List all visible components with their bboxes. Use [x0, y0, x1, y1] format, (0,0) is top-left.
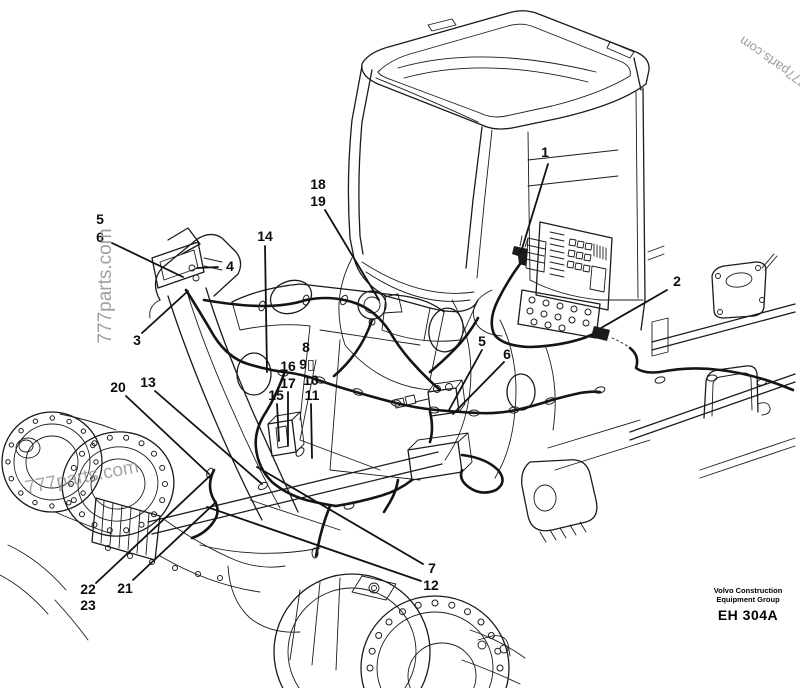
- callout-18: 18: [310, 176, 326, 192]
- callout-23: 23: [80, 597, 96, 613]
- callout-12: 12: [423, 577, 439, 593]
- publisher-line-1: Volvo Construction: [713, 586, 783, 595]
- loader-arm: [147, 233, 556, 554]
- callout-6-left: 6: [96, 229, 104, 245]
- callout-1: 1: [541, 144, 549, 160]
- callout-2: 2: [673, 273, 681, 289]
- callout-20: 20: [110, 379, 126, 395]
- cab-outline: [338, 10, 650, 391]
- callout-22: 22: [80, 581, 96, 597]
- callout-3: 3: [133, 332, 141, 348]
- callout-6-mid: 6: [503, 346, 511, 362]
- leader-lines: [95, 163, 668, 584]
- drawing-code: EH 304A: [717, 606, 779, 623]
- title-block: Volvo Construction Equipment Group EH 30…: [696, 586, 800, 623]
- front-lamp-assembly: [151, 227, 223, 289]
- callout-9: 9▯: [299, 356, 315, 372]
- callout-17: 17: [280, 375, 296, 391]
- callout-19: 19: [310, 193, 326, 209]
- callout-11: 11: [304, 387, 320, 403]
- callout-13: 13: [140, 374, 156, 390]
- publisher-line-2: Equipment Group: [716, 595, 780, 605]
- callout-7: 7: [428, 560, 436, 576]
- callout-14: 14: [257, 228, 273, 244]
- cable-harness: [184, 262, 795, 559]
- watermark-left: 777parts.com: [95, 228, 116, 344]
- callout-5-left: 5: [96, 211, 104, 227]
- callout-4: 4: [226, 258, 234, 274]
- fuse-panel: [472, 221, 613, 339]
- callout-16: 16: [280, 358, 296, 374]
- callout-5-mid: 5: [478, 333, 486, 349]
- callout-8: 8: [302, 339, 310, 355]
- callout-10: 10: [303, 372, 319, 388]
- callout-15: 15: [268, 387, 284, 403]
- callout-21: 21: [117, 580, 133, 596]
- front-axle-hubs: [0, 411, 301, 641]
- rear-frame: [521, 245, 796, 543]
- rear-axle-hub: [273, 573, 526, 688]
